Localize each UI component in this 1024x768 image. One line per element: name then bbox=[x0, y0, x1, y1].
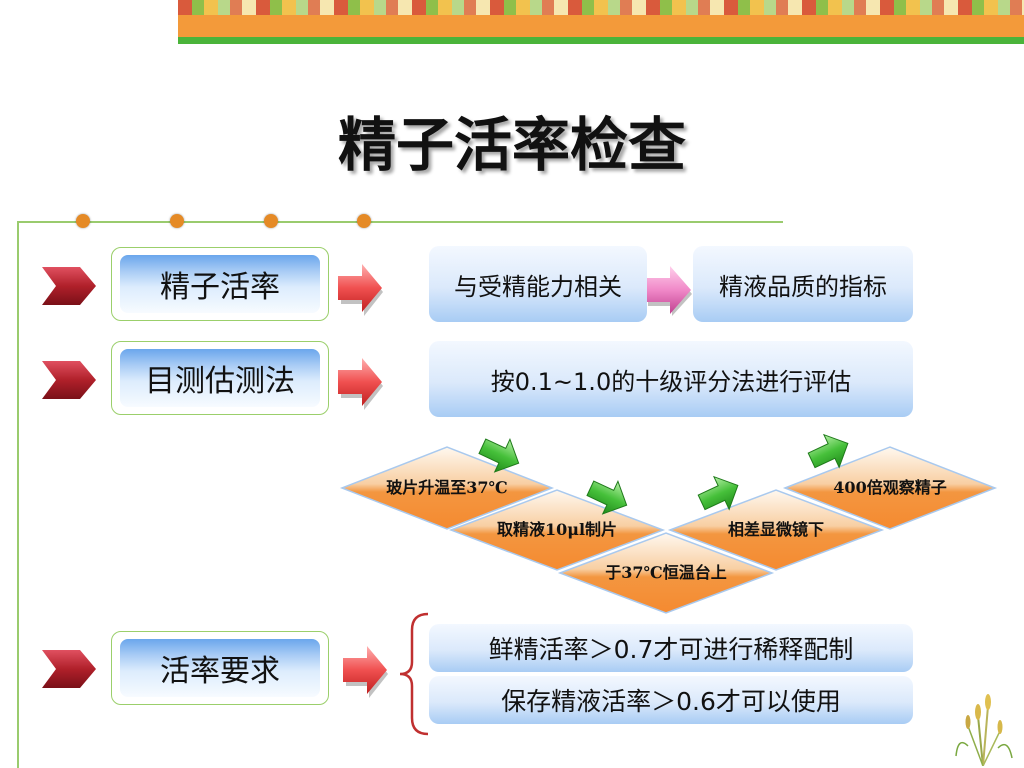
curved-arrow-icon bbox=[478, 437, 520, 473]
orange-dot bbox=[76, 214, 90, 228]
wheat-grass-icon bbox=[955, 694, 1013, 766]
curved-arrow-icon bbox=[586, 479, 628, 515]
block-arrow-right-icon bbox=[343, 646, 388, 698]
step-text-2: 取精液10μl制片 bbox=[497, 520, 617, 539]
info-box-quality-index: 精液品质的指标 bbox=[693, 246, 913, 322]
requirement-box-stored: 保存精液活率＞0.6才可以使用 bbox=[429, 676, 913, 724]
label-text: 目测估测法 bbox=[120, 349, 320, 407]
block-arrow-right-icon bbox=[338, 264, 383, 316]
label-box-visual-estimation: 目测估测法 bbox=[111, 341, 329, 415]
curved-arrow-icon bbox=[807, 433, 849, 469]
step-flow: 玻片升温至37℃ 取精液10μl制片 于37℃恒温台上 相差显微镜下 400倍观… bbox=[339, 433, 998, 614]
step-text-3: 于37℃恒温台上 bbox=[605, 563, 726, 582]
banner-orange-band bbox=[178, 15, 1024, 37]
page-title: 精子活率检查 bbox=[337, 111, 686, 179]
chevron-right-icon bbox=[42, 361, 96, 399]
step-text-4: 相差显微镜下 bbox=[728, 520, 824, 539]
label-box-sperm-motility: 精子活率 bbox=[111, 247, 329, 321]
orange-dot bbox=[357, 214, 371, 228]
curved-arrow-icon bbox=[697, 475, 739, 511]
block-arrow-right-icon bbox=[338, 358, 383, 410]
label-text: 精子活率 bbox=[120, 255, 320, 313]
chevron-right-icon bbox=[42, 650, 96, 688]
chevron-right-icon bbox=[42, 267, 96, 305]
label-text: 活率要求 bbox=[120, 639, 320, 697]
info-box-fertility: 与受精能力相关 bbox=[429, 246, 647, 322]
step-text-5: 400倍观察精子 bbox=[833, 478, 946, 497]
step-diamond-3 bbox=[557, 532, 775, 614]
orange-dot bbox=[170, 214, 184, 228]
step-diamond-4 bbox=[667, 489, 885, 571]
top-banner bbox=[178, 0, 1024, 44]
banner-green-band bbox=[178, 37, 1024, 44]
step-diamond-5 bbox=[782, 446, 998, 530]
requirement-box-fresh: 鲜精活率＞0.7才可进行稀释配制 bbox=[429, 624, 913, 672]
banner-flower-strip bbox=[178, 0, 1024, 15]
requirement-text: 保存精液活率＞0.6才可以使用 bbox=[501, 687, 841, 716]
step-text-1: 玻片升温至37℃ bbox=[386, 478, 507, 497]
label-box-motility-requirement: 活率要求 bbox=[111, 631, 329, 705]
info-box-scoring-method: 按0.1~1.0的十级评分法进行评估 bbox=[429, 341, 913, 417]
orange-dot bbox=[264, 214, 278, 228]
block-arrow-right-icon bbox=[645, 266, 692, 316]
frame-top-line bbox=[17, 221, 783, 223]
scoring-method-text: 按0.1~1.0的十级评分法进行评估 bbox=[490, 367, 852, 396]
curly-brace-icon bbox=[399, 612, 429, 736]
requirement-text: 鲜精活率＞0.7才可进行稀释配制 bbox=[488, 635, 854, 664]
frame-left-line bbox=[17, 221, 19, 768]
